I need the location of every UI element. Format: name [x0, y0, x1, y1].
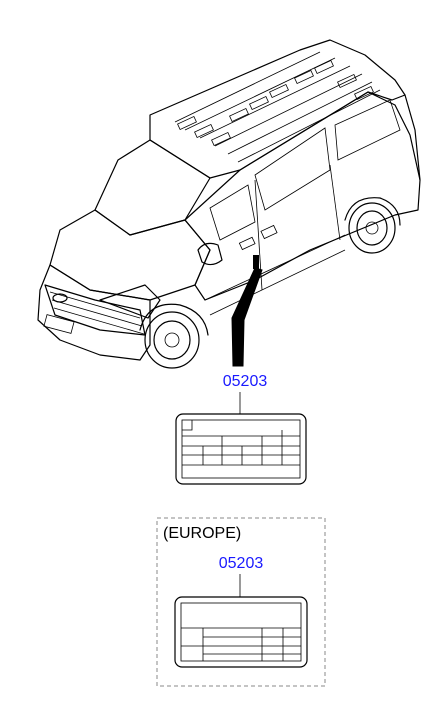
rear-wheel — [344, 197, 401, 254]
leader-line-main — [231, 267, 263, 367]
van-illustration — [37, 39, 421, 369]
part-ref-main[interactable]: 05203 — [223, 373, 268, 390]
front-wheel — [139, 303, 209, 369]
part-ref-region[interactable]: 05203 — [219, 555, 264, 572]
europe-region-box — [156, 517, 326, 687]
region-label-europe: (EUROPE) — [163, 525, 241, 542]
label-europe — [174, 596, 308, 668]
label-location-mark — [253, 255, 259, 269]
label-main — [175, 413, 307, 485]
